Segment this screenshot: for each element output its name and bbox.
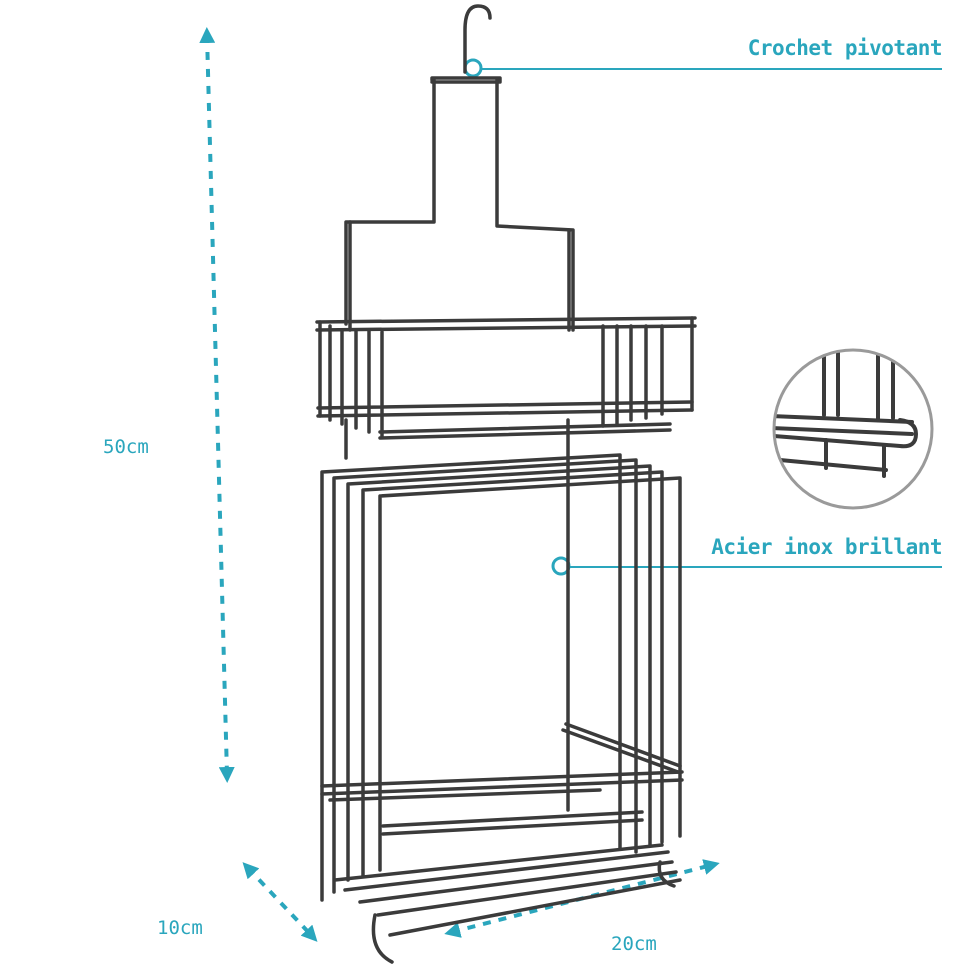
height-dimension-arrow (199, 27, 235, 783)
width-dimension-label: 20cm (611, 933, 657, 955)
wire-corner-detail-zoom-icon (772, 348, 934, 510)
hook-callout-line (463, 58, 942, 78)
hook-callout-label: Crochet pivotant (747, 36, 943, 60)
steel-callout-line (551, 556, 942, 576)
shower-caddy-wire (315, 4, 697, 964)
steel-callout-label: Acier inox brillant (711, 535, 942, 559)
depth-dimension-arrow (242, 862, 318, 942)
depth-dimension-label: 10cm (157, 917, 203, 939)
height-dimension-label: 50cm (103, 436, 149, 458)
